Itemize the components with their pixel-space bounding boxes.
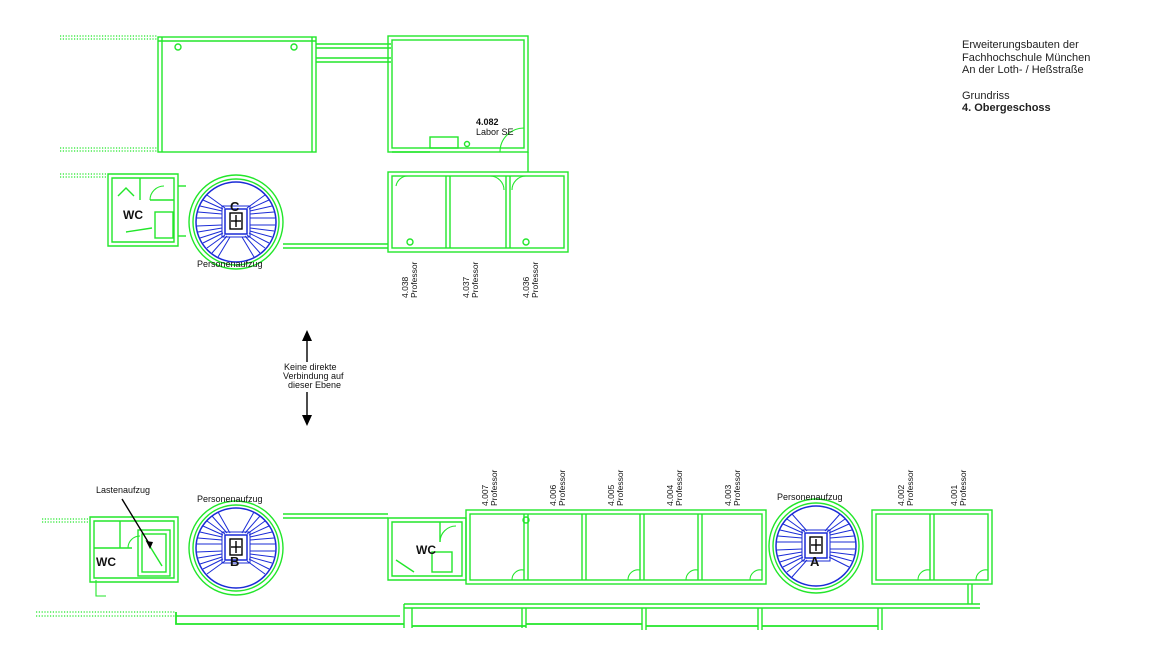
room-4036-name: Professor <box>530 261 540 298</box>
room-4004-number: 4.004 <box>665 484 675 506</box>
elevator-b-label: Personenaufzug <box>197 494 263 504</box>
lower-wing: WC Lastenaufzug <box>36 485 993 630</box>
title-line-1: Erweiterungsbauten der <box>962 39 1079 51</box>
title-line-3: An der Loth- / Heßstraße <box>962 64 1084 76</box>
wc-lower-left-label: WC <box>96 555 116 569</box>
floor-name: 4. Obergeschoss <box>962 102 1051 114</box>
room-4007-name: Professor <box>489 469 499 506</box>
elevator-upper-label: Personenaufzug <box>197 259 263 269</box>
title-line-2: Fachhochschule München <box>962 51 1091 64</box>
upper-wing: 4.082 Labor SE WC <box>60 35 569 270</box>
room-4001-name: Professor <box>958 469 968 506</box>
room-4006-name: Professor <box>557 469 567 506</box>
room-4004-name: Professor <box>674 469 684 506</box>
stair-b-letter: B <box>230 554 239 569</box>
room-4005-number: 4.005 <box>606 484 616 506</box>
lower-room-labels: 4.007 Professor 4.006 Professor 4.005 Pr… <box>480 469 968 506</box>
title-block: Erweiterungsbauten der Fachhochschule Mü… <box>962 39 1090 115</box>
room-4036-number: 4.036 <box>521 276 531 298</box>
note-line-1: Keine direkte <box>284 362 337 372</box>
arrow-up-icon <box>302 330 312 341</box>
room-4002-number: 4.002 <box>896 484 906 506</box>
arrow-down-icon <box>302 415 312 426</box>
upper-room-labels: 4.038 Professor 4.037 Professor 4.036 Pr… <box>400 261 540 298</box>
stair-a-letter: A <box>810 554 820 569</box>
lab-name: Labor SE <box>476 127 514 137</box>
room-4038-name: Professor <box>409 261 419 298</box>
room-4038-number: 4.038 <box>400 276 410 298</box>
note-line-2: Verbindung auf <box>283 371 344 381</box>
connection-note: Keine direkte Verbindung auf dieser Eben… <box>283 330 344 426</box>
stair-c-letter: C <box>230 199 240 214</box>
room-4002-name: Professor <box>905 469 915 506</box>
wc-middle-label: WC <box>416 543 436 557</box>
room-4003-name: Professor <box>732 469 742 506</box>
plan-type: Grundriss <box>962 89 1010 102</box>
room-4001-number: 4.001 <box>949 484 959 506</box>
room-4037-number: 4.037 <box>461 276 471 298</box>
note-line-3: dieser Ebene <box>288 380 341 390</box>
room-4037-name: Professor <box>470 261 480 298</box>
wc-upper-label: WC <box>123 208 143 222</box>
freight-elevator-label: Lastenaufzug <box>96 485 150 495</box>
elevator-a-label: Personenaufzug <box>777 492 843 502</box>
room-4003-number: 4.003 <box>723 484 733 506</box>
room-4005-name: Professor <box>615 469 625 506</box>
room-4006-number: 4.006 <box>548 484 558 506</box>
lab-number: 4.082 <box>476 117 499 127</box>
room-4007-number: 4.007 <box>480 484 490 506</box>
